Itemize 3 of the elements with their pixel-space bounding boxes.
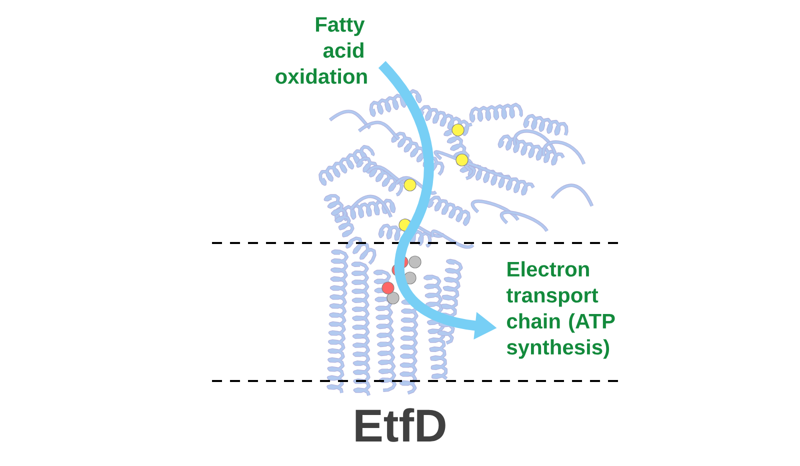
process-label: Fatty acid oxidation [276, 17, 367, 84]
protein-name: EtfD [356, 408, 446, 442]
process-label: Electron transport chain (ATP synthesis) [506, 261, 615, 359]
